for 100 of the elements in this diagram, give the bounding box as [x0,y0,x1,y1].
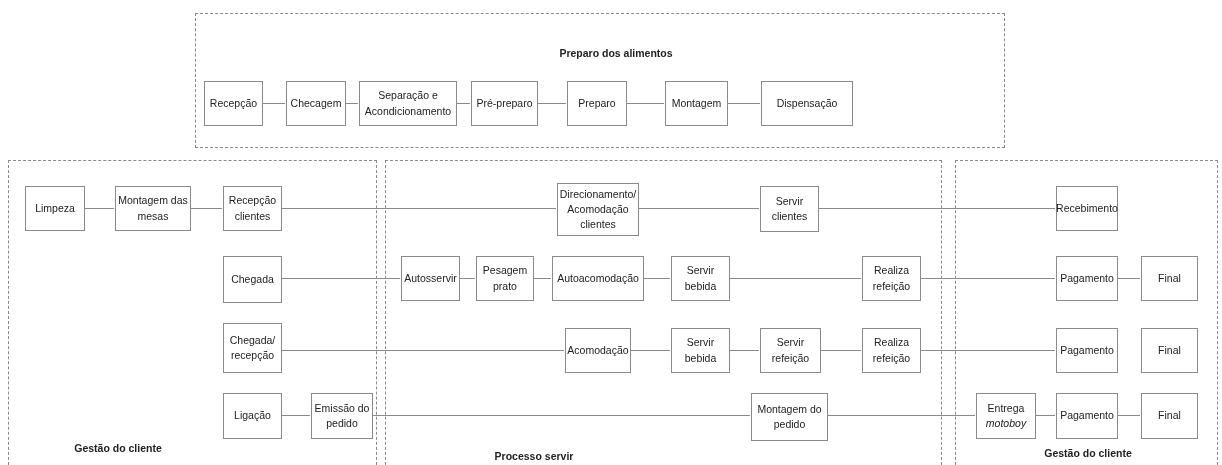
connector-line [726,103,761,104]
process-box [359,81,457,126]
process-box [862,328,921,373]
process-box [671,328,730,373]
process-label: Final [1158,342,1181,358]
process-box [1056,186,1118,231]
process-box [471,81,538,126]
process-label: Limpeza [35,200,75,216]
process-label: Emissão do pedido [313,400,371,431]
group-heading: Preparo dos alimentos [559,47,673,59]
process-label: Autosservir [404,270,457,286]
process-label: Chegada/ recepção [228,332,277,363]
process-box [286,81,346,126]
process-label: Servir bebida [683,263,718,294]
process-box [751,393,828,441]
process-label: Pagamento [1060,342,1114,358]
connector-line [280,350,565,351]
process-label: Servir bebida [683,335,718,366]
connector-line [642,278,671,279]
connector-line [817,208,1056,209]
group-frame [385,160,942,465]
process-box [671,256,730,301]
group-frame [195,13,1005,148]
process-label: Recepção [209,95,258,111]
process-box [204,81,263,126]
group-heading: Gestão do cliente [74,442,162,454]
group-heading: Gestão do cliente [1044,447,1132,459]
group-heading: Processo servir [494,450,574,462]
process-box [760,186,819,232]
connector-line [371,415,751,416]
process-label: Montagem do pedido [756,401,823,432]
group-frame [8,160,377,465]
connector-line [826,415,976,416]
process-label: Realiza refeição [871,263,912,294]
process-box [476,256,534,301]
process-label: Final [1158,270,1181,286]
process-label: Servir refeição [770,335,811,366]
process-box [1141,328,1198,373]
process-label: Pagamento [1060,408,1114,424]
group-frame [955,160,1218,465]
connector-line [261,103,286,104]
process-label: Ligação [234,408,271,424]
process-box [760,328,821,373]
process-box [1056,256,1118,301]
process-box [1056,328,1118,373]
process-label: Servir clientes [770,193,809,224]
process-box [552,256,644,301]
connector-line [728,278,862,279]
connector-line [728,350,760,351]
process-label: Entrega motoboy [984,400,1028,431]
process-box [223,393,282,439]
connector-line [919,350,1056,351]
connector-line [280,278,401,279]
process-box [1056,393,1118,439]
process-box [565,328,631,373]
process-label: Final [1158,408,1181,424]
connector-line [819,350,862,351]
connector-line [625,103,665,104]
process-label: Recebimento [1056,200,1118,216]
connector-line [455,103,471,104]
process-box [115,186,191,231]
process-label: Autoacomodação [557,270,639,286]
process-box [401,256,460,301]
process-label: Realiza refeição [871,335,912,366]
process-box [761,81,853,126]
process-box [1141,393,1198,439]
process-box [223,256,282,303]
process-label: Recepção clientes [227,193,278,224]
process-label: Preparo [578,95,616,111]
connector-line [629,350,671,351]
process-box [665,81,728,126]
process-label: Dispensação [776,95,838,111]
process-label: Acomodação [567,342,629,358]
process-label: Checagem [290,95,342,111]
connector-line [83,208,115,209]
connector-line [919,278,1056,279]
connector-line [280,208,557,209]
connector-line [536,103,567,104]
process-label: Pesagem prato [481,263,529,294]
connector-line [458,278,476,279]
process-box [862,256,921,301]
process-label: Chegada [231,271,274,287]
connector-line [1116,415,1141,416]
process-label: Pagamento [1060,270,1114,286]
process-box [223,323,282,373]
connector-line [344,103,359,104]
connector-line [189,208,223,209]
process-box [311,393,373,439]
process-box [223,186,282,231]
connector-line [280,415,311,416]
connector-line [532,278,552,279]
process-box [1141,256,1198,301]
process-label: Montagem [671,95,722,111]
connector-line [1034,415,1056,416]
process-box [567,81,627,126]
process-label: Separação e Acondicionamento [363,88,453,119]
process-label: Direcionamento/ Acomodação clientes [559,186,637,233]
connector-line [637,208,760,209]
process-box [25,186,85,231]
connector-line [1116,278,1141,279]
